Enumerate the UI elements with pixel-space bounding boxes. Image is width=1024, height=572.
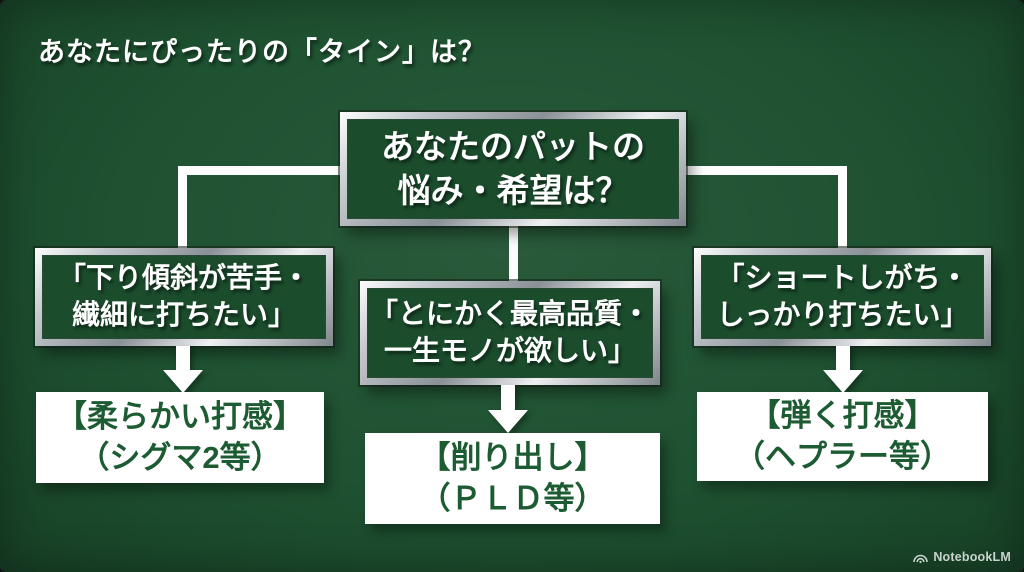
down-arrow-icon: [163, 346, 203, 393]
down-arrow-icon: [488, 385, 528, 433]
condition-firm-line-2: しっかり打ちたい」: [716, 299, 969, 330]
result-box-springy: 【弾く打感】 （ヘプラー等）: [697, 392, 988, 481]
result-springy-line-2: （ヘプラー等）: [734, 438, 951, 474]
condition-quality-line-2: 一生モノが欲しい」: [383, 335, 636, 366]
watermark-label: NotebookLM: [933, 550, 1011, 564]
condition-box-firm-hit-inner: 「ショートしがち・ しっかり打ちたい」: [701, 255, 984, 339]
condition-box-soft-feel: 「下り傾斜が苦手・ 繊細に打ちたい」: [35, 248, 333, 346]
result-milled-line-1: 【削り出し】: [419, 440, 606, 476]
condition-soft-line-2: 繊細に打ちたい」: [71, 299, 296, 330]
condition-firm-line-1: 「ショートしがち・: [716, 262, 969, 294]
condition-quality-line-1: 「とにかく最高品質・: [369, 298, 650, 330]
down-arrow-icon: [823, 346, 863, 393]
page-title: あなたにぴったりの「タイン」は？: [38, 37, 486, 67]
condition-box-top-quality: 「とにかく最高品質・ 一生モノが欲しい」: [360, 281, 660, 385]
result-soft-line-1: 【柔らかい打感】: [56, 399, 304, 435]
result-box-soft-feel: 【柔らかい打感】 （シグマ2等）: [36, 392, 324, 483]
result-box-milled: 【削り出し】 （ＰＬＤ等）: [365, 433, 660, 524]
condition-box-firm-hit: 「ショートしがち・ しっかり打ちたい」: [694, 248, 991, 346]
root-question-inner: あなたのパットの 悩み・希望は？: [347, 119, 679, 219]
result-milled-line-2: （ＰＬＤ等）: [419, 480, 606, 516]
result-soft-line-2: （シグマ2等）: [78, 439, 282, 475]
notebooklm-logo-icon: [913, 554, 929, 563]
root-question-box: あなたのパットの 悩み・希望は？: [340, 112, 686, 226]
result-springy-line-1: 【弾く打感】: [749, 398, 936, 434]
watermark: NotebookLM: [913, 550, 1011, 564]
condition-box-top-quality-inner: 「とにかく最高品質・ 一生モノが欲しい」: [367, 288, 653, 378]
root-question-line-2: 悩み・希望は？: [397, 172, 629, 209]
root-question-line-1: あなたのパットの: [381, 128, 645, 166]
connector-right-horizontal: [682, 166, 847, 175]
condition-box-soft-feel-inner: 「下り傾斜が苦手・ 繊細に打ちたい」: [42, 255, 326, 339]
connector-left-horizontal: [178, 166, 344, 175]
condition-soft-line-1: 「下り傾斜が苦手・: [57, 262, 310, 294]
connector-center-vertical: [509, 224, 518, 283]
connector-left-vertical: [178, 166, 187, 250]
connector-right-vertical: [838, 166, 847, 250]
